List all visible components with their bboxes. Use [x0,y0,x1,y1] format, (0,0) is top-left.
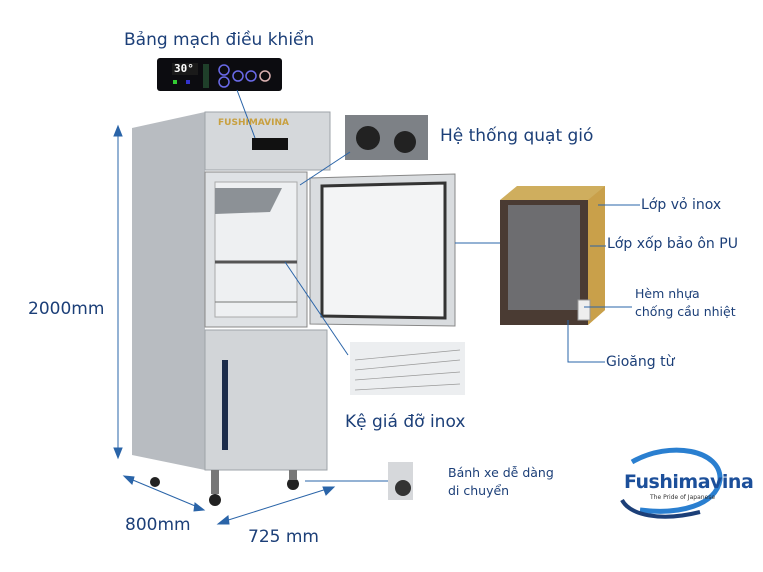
control-board-label: Bảng mạch điều khiển [124,30,315,50]
fridge-side-panel [132,112,205,470]
logo-name: Fushimavina [624,471,754,493]
wheels [150,470,299,506]
magnetic-gasket-label: Gioăng từ [606,354,675,370]
depth-dimension-arrow [122,475,206,512]
shelf-label: Kệ giá đỡ inox [345,412,466,432]
logo-tagline: The Pride of Japanese [650,494,716,501]
door-panel-cross-section [500,186,605,325]
height-dimension: 2000mm [28,299,105,319]
pu-foam-label: Lớp xốp bảo ôn PU [607,236,738,252]
fridge-display [252,138,288,150]
lower-door-handle [222,360,228,450]
width-dimension: 725 mm [248,527,319,547]
height-dimension-arrow [113,124,123,460]
fushimavina-logo-swoosh [620,447,723,519]
depth-dimension: 800mm [125,515,191,535]
outer-shell-label: Lớp vỏ inox [641,197,722,213]
control-panel-display: 30° [174,62,194,75]
fridge-brand-label: FUSHIMAVINA [218,118,289,128]
fan-unit [215,188,282,214]
width-dimension-arrow [216,486,336,525]
fan-system-label: Hệ thống quạt gió [440,126,594,146]
